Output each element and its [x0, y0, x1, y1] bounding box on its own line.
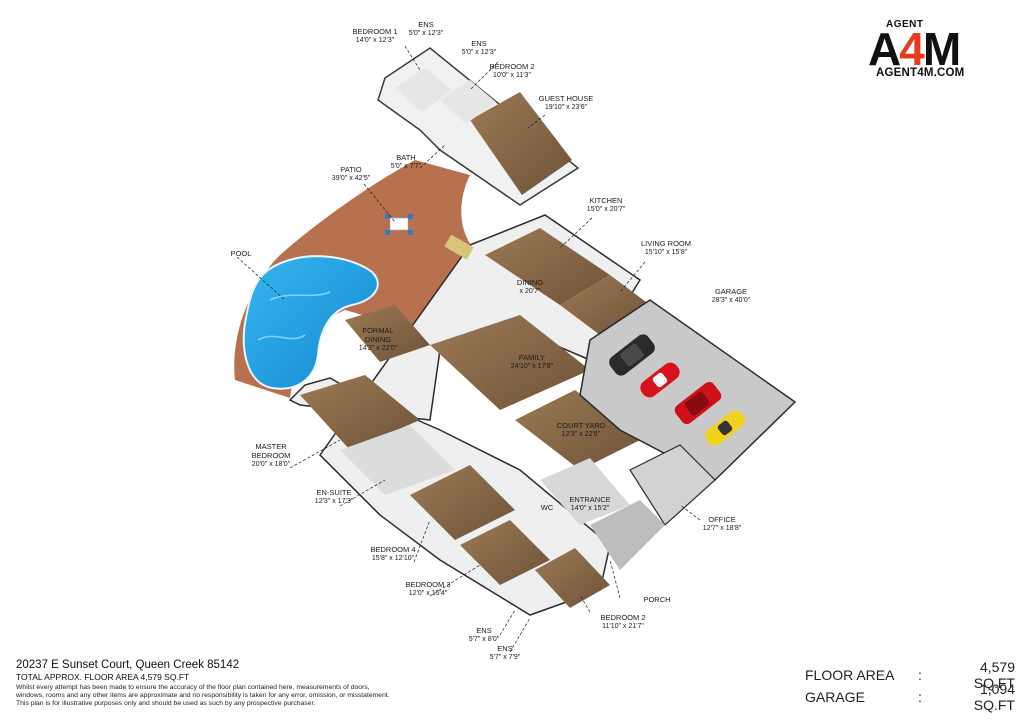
label-porch: PORCH — [643, 595, 671, 604]
patio-lounger — [444, 234, 474, 260]
leader-lines — [236, 45, 701, 653]
car-red-suv — [674, 381, 722, 425]
logo-agent-text: AGENT — [886, 19, 924, 30]
bedroom3-floor — [460, 520, 550, 585]
label-wc: WC — [540, 503, 554, 512]
pool-ripple — [257, 334, 306, 341]
pool-shape — [242, 255, 379, 390]
guest-bedroom1-floor — [395, 68, 452, 112]
guest-bedroom2-floor — [440, 80, 496, 124]
main-house-outline — [288, 214, 642, 616]
agent4m-logo: AGENT A4M AGENT4M.COM — [868, 18, 988, 80]
property-address: 20237 E Sunset Court, Queen Creek 85142 — [16, 659, 240, 671]
formal-dining-floor — [345, 305, 430, 362]
logo-site: AGENT4M.COM — [876, 67, 965, 79]
pool-ripple — [269, 291, 331, 301]
stat-garage: GARAGE:1,094 SQ.FT — [805, 681, 1015, 713]
family-floor — [430, 315, 590, 410]
bedroom2-floor — [535, 548, 610, 608]
car-black — [609, 334, 655, 376]
car-yellow — [705, 410, 745, 446]
logo-mark: A4M — [868, 23, 961, 75]
kitchen-floor — [485, 228, 610, 305]
area-summary: FLOOR AREA:4,579 SQ.FT GARAGE:1,094 SQ.F… — [805, 659, 1015, 713]
office-floor — [629, 444, 716, 526]
courtyard-floor — [515, 390, 640, 470]
porch-floor — [590, 500, 665, 570]
entrance-floor — [540, 458, 630, 525]
master-bedroom-floor — [300, 375, 420, 450]
disclaimer: Whilst every attempt has been made to en… — [16, 684, 390, 708]
total-area: TOTAL APPROX. FLOOR AREA 4,579 SQ.FT — [16, 672, 190, 682]
bedroom4-floor — [410, 465, 515, 540]
ensuite-floor — [340, 425, 455, 495]
car-red-small — [640, 362, 680, 398]
stat-floor-area: FLOOR AREA:4,579 SQ.FT — [805, 659, 1015, 691]
guest-house-floor — [470, 92, 572, 195]
living-floor — [560, 275, 650, 335]
property-info: 20237 E Sunset Court, Queen Creek 85142 … — [16, 659, 576, 709]
label-pool: POOL — [230, 249, 252, 258]
